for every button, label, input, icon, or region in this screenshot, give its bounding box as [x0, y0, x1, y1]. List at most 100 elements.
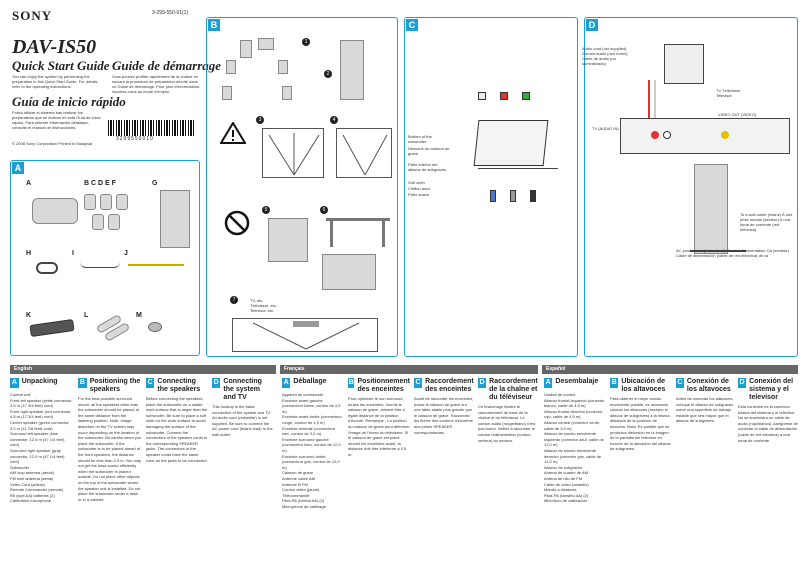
calibration-microphone-image	[148, 322, 162, 332]
part-label-l: L	[84, 312, 89, 319]
step-2-icon: 2	[324, 70, 332, 78]
positionnement-text: Pour optimiser le son surround, toutes l…	[348, 396, 410, 457]
section-number-a-es: A	[544, 378, 553, 388]
distance-diagram-4	[336, 128, 392, 178]
part-label-m: M	[136, 312, 142, 319]
section-number-c-es: C	[676, 378, 684, 388]
list-item: Altavoz central (conector verde, cable d…	[544, 419, 601, 431]
list-item: Microphone de calibrage	[282, 503, 326, 509]
audio-cord-line	[648, 80, 650, 120]
list-item: Télécommande	[282, 492, 310, 498]
part-label-i: I	[72, 250, 74, 257]
desk-image	[326, 218, 390, 248]
tv-back-image	[664, 44, 704, 84]
section-conexion-altavoces: C Conexión de los altavoces Antes de con…	[676, 378, 734, 546]
lang-bar-english	[10, 365, 276, 374]
list-item: Center speaker (green connector, 3.0 m (…	[10, 419, 70, 431]
guide-fr: Guide de démarrage Vous pouvez profiter …	[112, 58, 221, 94]
step-1-icon: 1	[302, 38, 310, 46]
list-item: Antena de cuadro de AM	[544, 470, 589, 476]
list-item: Altavoz de subgraves	[544, 464, 583, 470]
list-item: Altavoz de sonido envolvente izquierdo (…	[544, 431, 604, 448]
lang-espanol: Español	[546, 366, 566, 372]
list-item: Enceinte centrale (connecteur vert, cord…	[282, 425, 336, 437]
section-number-d: D	[212, 378, 221, 388]
control-unit-back-image	[620, 118, 790, 154]
list-item: Enceinte surround gauche (connecteur ble…	[282, 436, 341, 453]
list-item: Appareil de commande	[282, 392, 324, 397]
panel-d	[584, 17, 798, 357]
subwoofer-placement-image	[340, 40, 364, 100]
list-item: Video Cord (yellow)	[10, 481, 45, 487]
list-item: Enceinte surround droite (connecteur gri…	[282, 453, 340, 470]
satellite-speakers-image	[84, 194, 154, 234]
section-connecting-tv: D Connecting the system and TV This hook…	[212, 378, 274, 554]
tv-distance-diagram	[232, 318, 378, 352]
step-5-icon: 5	[262, 206, 270, 214]
panel-a	[10, 160, 200, 356]
list-item: Antenne fil FM	[282, 481, 308, 487]
note-tv-audio-in: TV (AUDIO IN)	[592, 126, 619, 131]
section-connecting-speakers: C Connecting the speakers Before connect…	[146, 378, 208, 562]
part-label-j: J	[124, 250, 128, 257]
list-item: AM loop antenna (aerial)	[10, 470, 54, 476]
panel-a-letter: A	[12, 162, 24, 174]
section-number-a: A	[10, 378, 19, 388]
note-audio-cord: Audio cord (not supplied) Cordon audio (…	[582, 46, 628, 66]
unpacking-list: Control unit Front left speaker (white c…	[10, 392, 74, 504]
panel-d-letter: D	[586, 19, 598, 31]
list-item: Surround right speaker (gray connector, …	[10, 447, 65, 465]
subwoofer-image-d	[694, 164, 728, 254]
list-item: Surround left speaker (blue connector, 1…	[10, 431, 65, 448]
panel-c	[404, 17, 578, 357]
list-item: Mando a distancia	[544, 487, 577, 493]
step-6-icon: 6	[320, 206, 328, 214]
warning-icon	[220, 122, 246, 144]
section-raccordement-enceintes: C Raccordement des enceintes Avant de ra…	[414, 378, 474, 546]
guide-es: Guía de inicio rápido Podrá utilizar el …	[12, 94, 126, 130]
list-item: Front left speaker (white connector, 4.5…	[10, 397, 73, 409]
section-positioning: B Positioning the speakers For the best …	[78, 378, 142, 566]
section-number-b-fr: B	[348, 378, 355, 388]
guide-title-fr: Guide de démarrage	[112, 58, 222, 73]
note-video-out: VIDEO OUT (VIDEO)	[718, 112, 757, 117]
section-number-b: B	[78, 378, 87, 388]
prohibited-icon	[224, 210, 250, 236]
subwoofer-box-image	[268, 218, 308, 262]
section-number-d-fr: D	[478, 378, 487, 388]
part-label-k: K	[26, 312, 32, 319]
section-number-c-fr: C	[414, 378, 423, 388]
guide-text-es: Podrá utilizar el sistema tras realizar …	[12, 110, 101, 130]
connecting-tv-text: This hookup is the basic connection of t…	[212, 404, 273, 437]
note-wall-outlet: To a wall outlet (mains) À une prise mur…	[740, 212, 793, 232]
section-deballage: A Déballage Appareil de commande Enceint…	[282, 378, 344, 509]
section-number-c: C	[146, 378, 155, 388]
soft-cloth-image	[478, 168, 558, 188]
guide-title-es: Guía de inicio rápido	[12, 94, 126, 109]
part-label-bcdef: B C D E F	[84, 180, 116, 187]
section-title-conexion-altavoces: Conexión de los altavoces	[686, 378, 731, 393]
list-item: Piles R6 (format AA) (2)	[282, 498, 325, 504]
step-7-icon: 7	[230, 296, 238, 304]
barcode-number: 3299550010	[116, 136, 154, 142]
subwoofer-image	[160, 190, 190, 248]
part-label-h: H	[26, 250, 32, 257]
section-title-raccordement-enceintes: Raccordement des enceintes	[425, 378, 474, 393]
lang-francais: Français	[284, 366, 305, 372]
lang-bar-francais	[280, 365, 538, 374]
section-title-ubicacion: Ubicación de los altavoces	[621, 378, 666, 393]
fm-wire-antenna-image	[80, 262, 120, 268]
sony-logo: SONY	[12, 8, 53, 23]
section-title-conexion-tv: Conexión del sistema y el televisor	[749, 378, 794, 401]
conexion-altavoces-text: Antes de conectar los altavoces, coloque…	[676, 396, 734, 424]
note-tv: TV Téléviseur Televisor	[716, 88, 741, 98]
note-bottom-es: Parte inferior del altavoz de subgraves	[408, 162, 446, 172]
connecting-speakers-text: Before connecting the speakers, place th…	[146, 396, 208, 463]
list-item: Enceinte avant gauche (connecteur blanc,…	[282, 397, 341, 414]
positioning-text: For the best possible surround sound, al…	[78, 396, 142, 502]
list-item: Caisson de grave	[282, 470, 314, 476]
part-label-g: G	[152, 180, 158, 187]
subwoofer-bottom-image	[473, 120, 549, 166]
note-bottom-en: Bottom of the subwoofer	[408, 134, 432, 144]
list-item: Subwoofer	[10, 464, 30, 470]
